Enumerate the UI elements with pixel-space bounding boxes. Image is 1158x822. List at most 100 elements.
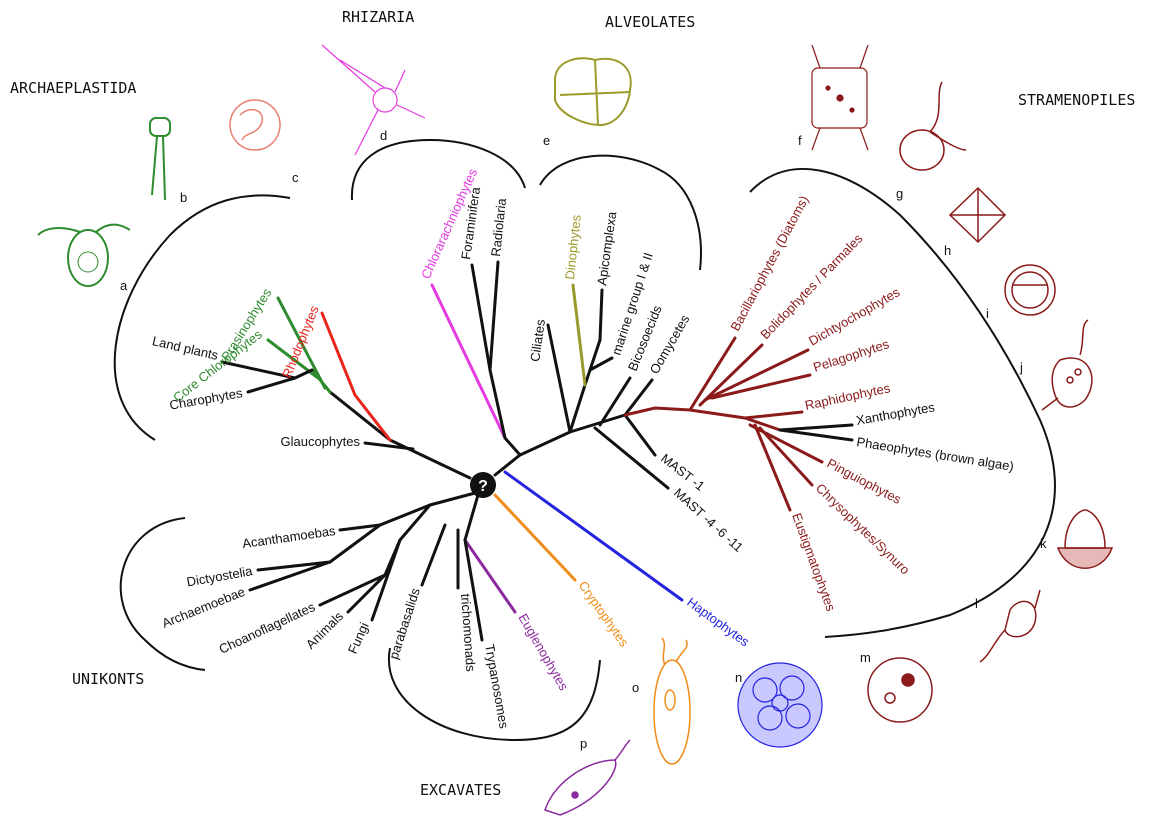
branch-stram-stem xyxy=(568,413,627,434)
root-question-mark: ? xyxy=(478,478,488,495)
branch-archaeplastida-stem xyxy=(388,438,472,480)
branch-bacillariophytes xyxy=(688,336,737,412)
branch-haptophytes xyxy=(503,470,684,602)
branch-eustigmatophytes xyxy=(753,423,792,512)
organism-d-illustration xyxy=(321,44,426,156)
branch-amoebozoa xyxy=(378,503,432,527)
organism-c-illustration xyxy=(229,99,281,151)
taxon-archaemoebae: Archaemoebae xyxy=(160,584,247,631)
branch-foram-radio xyxy=(488,368,507,440)
branch-dichtyochophytes xyxy=(703,348,810,402)
letter-m: m xyxy=(860,650,871,665)
branch-chlorarachniophytes xyxy=(430,283,507,440)
branch-archaemoebae xyxy=(248,560,332,592)
branch-unikonts-stem xyxy=(398,491,477,542)
letter-d: d xyxy=(380,128,387,143)
organism-p-illustration xyxy=(544,739,631,816)
taxon-ciliates: Ciliates xyxy=(527,318,548,363)
taxon-euglenophytes: Euglenophytes xyxy=(515,611,571,693)
root-node: ? xyxy=(470,472,496,498)
alveolates-branches xyxy=(546,283,614,434)
taxon-trichomonads: trichomonads xyxy=(458,593,478,672)
branch-xanthophytes xyxy=(778,423,854,432)
archaeplastida-branches xyxy=(220,296,472,480)
branch-mast1 xyxy=(623,413,657,457)
branch-land-plants xyxy=(220,360,297,380)
taxon-radiolaria: Radiolaria xyxy=(488,197,509,258)
branch-dinophytes xyxy=(571,283,587,387)
letter-l: l xyxy=(975,596,978,611)
taxon-dictyostelia: Dictyostelia xyxy=(185,563,254,589)
taxon-land-plants: Land plants xyxy=(151,333,220,363)
letter-g: g xyxy=(896,186,903,201)
branch-parabasalids xyxy=(420,523,447,587)
organism-k-illustration xyxy=(1056,509,1114,569)
branch-rhodophytes xyxy=(320,311,392,442)
branch-streptophytes xyxy=(293,368,314,380)
branch-marine-group xyxy=(588,356,614,372)
taxon-bacillariophytes: Bacillariophytes (Diatoms) xyxy=(727,193,811,333)
organism-o-illustration xyxy=(653,637,691,765)
branch-chrysophytes xyxy=(758,426,814,487)
taxon-fungi: Fungi xyxy=(345,620,372,656)
group-label-rhizaria: RHIZARIA xyxy=(342,8,414,26)
letter-b: b xyxy=(180,190,187,205)
taxon-trypanosomes: Trypanosomes xyxy=(482,643,512,730)
organism-e-illustration xyxy=(554,57,632,127)
letter-a: a xyxy=(120,278,128,293)
branch-pelagophytes xyxy=(710,373,812,400)
letter-k: k xyxy=(1040,536,1047,551)
group-label-excavates: EXCAVATES xyxy=(420,781,501,799)
branch-bolidophytes xyxy=(698,343,764,407)
unikonts-arc xyxy=(119,517,206,671)
letter-p: p xyxy=(580,736,587,751)
taxon-acanthamoebas: Acanthamoebas xyxy=(241,523,337,551)
taxon-dinophytes: Dinophytes xyxy=(562,214,584,281)
taxon-cryptophytes: Cryptophytes xyxy=(576,578,633,650)
rhizaria-branches xyxy=(430,260,507,440)
stramenopiles-arc xyxy=(749,168,1056,638)
organism-a-illustration xyxy=(37,223,131,287)
organism-h-illustration xyxy=(948,186,1007,244)
branch-euglenophytes xyxy=(463,538,517,614)
branch-prasinophytes xyxy=(276,296,327,390)
branch-alv-inner xyxy=(583,338,602,387)
branch-oomycetes xyxy=(623,378,654,417)
taxon-eustigmatophytes: Eustigmatophytes xyxy=(789,511,839,614)
branch-ciliates xyxy=(546,323,572,434)
archaeplastida-arc xyxy=(113,194,291,441)
group-label-archaeplastida: ARCHAEPLASTIDA xyxy=(10,79,136,97)
alveolates-arc xyxy=(539,154,702,271)
letter-n: n xyxy=(735,670,742,685)
taxon-xanthophytes: Xanthophytes xyxy=(855,399,936,428)
organism-l-illustration xyxy=(979,589,1041,663)
branch-phaeophytes xyxy=(778,428,854,442)
branch-glaucophytes xyxy=(363,441,415,451)
organism-i-illustration xyxy=(1004,264,1056,316)
excavates-branches xyxy=(420,493,517,642)
taxon-choanoflagellates: Choanoflagellates xyxy=(217,599,318,657)
branch-animals xyxy=(346,573,387,614)
rhizaria-arc xyxy=(350,138,526,201)
taxon-dichtyochophytes: Dichtyochophytes xyxy=(806,284,903,349)
branch-alveolates-stem xyxy=(568,383,587,434)
branch-fungi xyxy=(370,538,402,622)
branch-foraminifera xyxy=(470,263,492,372)
branch-acanthamoebas xyxy=(338,523,382,532)
branch-choanoflagellates xyxy=(318,573,387,607)
organism-n-illustration xyxy=(737,662,823,748)
letter-h: h xyxy=(944,243,951,258)
unikonts-branches xyxy=(248,491,477,622)
taxon-parabasalids: parabasalids xyxy=(386,586,423,661)
taxon-glaucophytes: Glaucophytes xyxy=(281,434,361,449)
organism-j-illustration xyxy=(1041,319,1093,411)
excavates-arc xyxy=(387,647,601,742)
branch-red-green xyxy=(328,390,392,442)
taxon-apicomplexa: Apicomplexa xyxy=(594,210,619,287)
letter-j: j xyxy=(1019,360,1023,375)
taxon-haptophytes: Haptophytes xyxy=(684,594,752,649)
letter-f: f xyxy=(798,133,802,148)
branch-apicomplexa xyxy=(598,288,604,342)
letter-e: e xyxy=(543,133,550,148)
